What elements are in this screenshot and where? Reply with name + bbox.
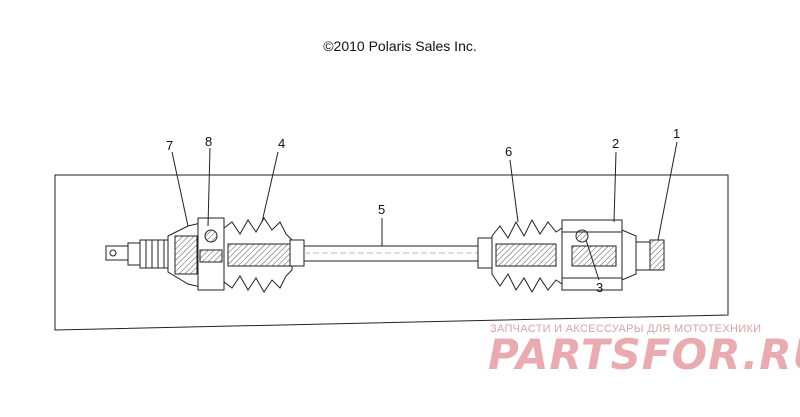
callout-7: 7 [166,138,173,153]
watermark-logo: PARTSFOR.RU [488,330,800,379]
callout-4: 4 [278,136,285,151]
outer-cv-joint [167,217,225,291]
main-shaft [304,245,480,262]
callout-5: 5 [378,202,385,217]
outer-boot [223,217,305,293]
callout-6: 6 [505,144,512,159]
left-stub-shaft [105,239,169,269]
right-stub-shaft [635,239,665,271]
copyright-text: ©2010 Polaris Sales Inc. [323,38,477,54]
leader-lines [171,141,678,281]
callout-1: 1 [673,126,680,141]
inner-boot [477,218,563,294]
parts-frame [54,174,729,331]
callout-2: 2 [612,136,619,151]
callout-3: 3 [596,280,603,295]
watermark-subtitle: ЗАПЧАСТИ И АКСЕССУАРЫ ДЛЯ МОТОТЕХНИКИ [490,323,762,335]
callout-8: 8 [205,134,212,149]
inner-cv-joint [561,219,637,291]
